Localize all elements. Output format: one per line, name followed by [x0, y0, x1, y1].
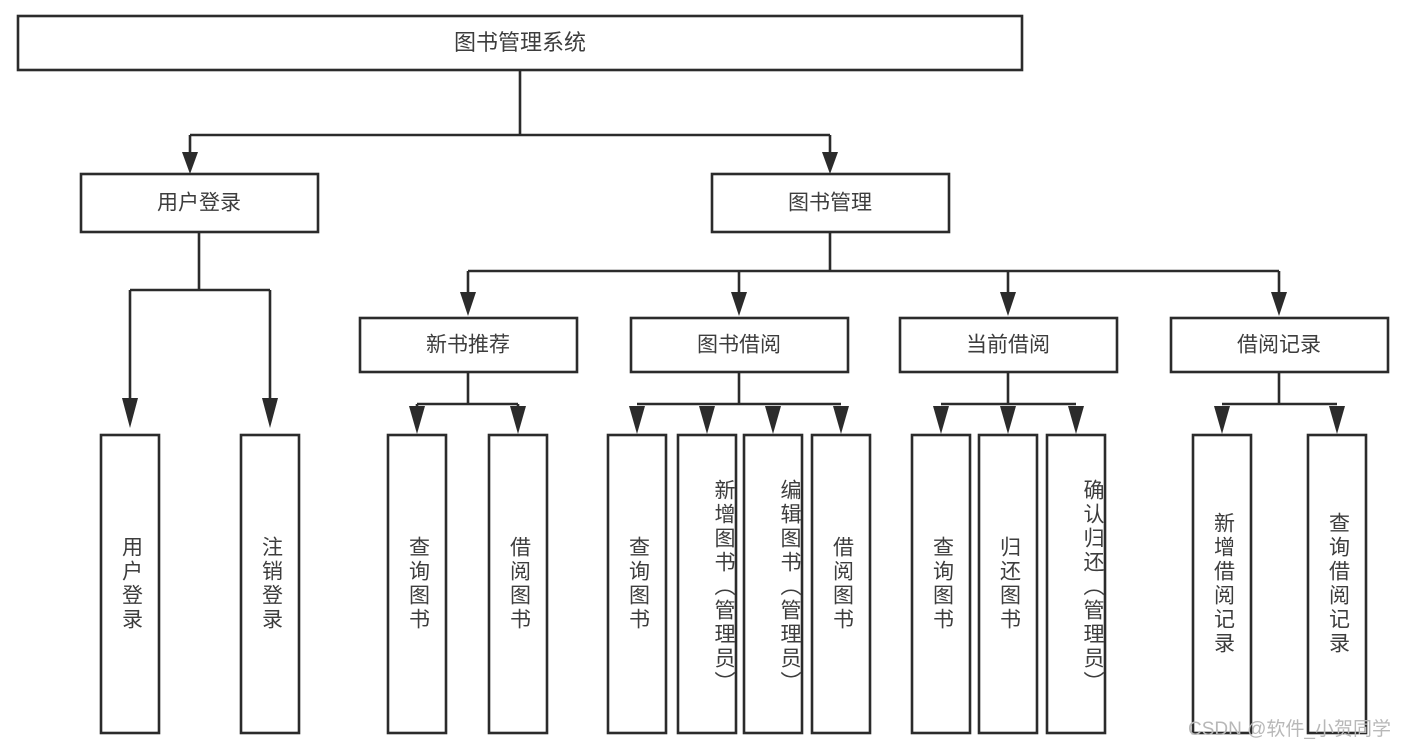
arrowhead-leaf-logout-login	[262, 398, 278, 428]
arrowhead-leaf-borrow-book-2	[833, 406, 849, 434]
node-leaf-borrow-book-1[interactable]	[487, 433, 549, 735]
arrowhead-new-book-recommend	[460, 292, 476, 316]
node-layer: 图书管理系统 用户登录 图书管理 新书推荐 图书借阅 当前借阅 借阅记录	[16, 14, 1390, 735]
arrowhead-leaf-user-login	[122, 398, 138, 428]
node-new-book-recommend[interactable]	[358, 316, 579, 374]
node-leaf-query-book-1[interactable]	[386, 433, 448, 735]
node-new-book-recommend-label: 新书推荐	[426, 334, 510, 357]
arrowhead-leaf-edit-book-admin	[765, 406, 781, 434]
node-root[interactable]	[16, 14, 1024, 72]
connector-layer	[122, 70, 1345, 434]
arrowhead-leaf-add-borrow-record	[1214, 406, 1230, 434]
node-book-manage[interactable]	[710, 172, 951, 234]
node-borrow-record[interactable]	[1169, 316, 1390, 374]
arrowhead-leaf-borrow-book-1	[510, 406, 526, 434]
arrowhead-leaf-query-book-2	[629, 406, 645, 434]
node-borrow-record-label: 借阅记录	[1237, 334, 1321, 357]
node-leaf-return-book[interactable]	[977, 433, 1039, 735]
node-leaf-edit-book-admin[interactable]	[742, 433, 804, 735]
node-book-borrow[interactable]	[629, 316, 850, 374]
arrowhead-leaf-confirm-return-admin	[1068, 406, 1084, 434]
arrowhead-book-borrow	[731, 292, 747, 316]
arrowhead-book-manage	[822, 152, 838, 174]
node-user-login[interactable]	[79, 172, 320, 234]
node-root-label: 图书管理系统	[454, 30, 586, 55]
node-leaf-query-book-3[interactable]	[910, 433, 972, 735]
node-leaf-query-book-2[interactable]	[606, 433, 668, 735]
arrowhead-leaf-query-book-1	[409, 406, 425, 434]
node-leaf-add-book-admin[interactable]	[676, 433, 738, 735]
node-leaf-query-borrow-record[interactable]	[1306, 433, 1368, 735]
node-leaf-logout-login[interactable]	[239, 433, 301, 735]
arrowhead-current-borrow	[1000, 292, 1016, 316]
node-book-manage-label: 图书管理	[788, 192, 872, 215]
node-user-login-label: 用户登录	[157, 192, 241, 215]
node-book-borrow-label: 图书借阅	[697, 334, 781, 357]
arrowhead-borrow-record	[1271, 292, 1287, 316]
node-current-borrow[interactable]	[898, 316, 1119, 374]
node-leaf-user-login[interactable]	[99, 433, 161, 735]
arrowhead-leaf-query-borrow-record	[1329, 406, 1345, 434]
node-leaf-confirm-return-admin[interactable]	[1045, 433, 1107, 735]
arrowhead-leaf-return-book	[1000, 406, 1016, 434]
node-current-borrow-label: 当前借阅	[966, 334, 1050, 357]
node-leaf-add-borrow-record[interactable]	[1191, 433, 1253, 735]
arrowhead-user-login	[182, 152, 198, 174]
watermark-text: CSDN @软件_小贺同学	[1188, 719, 1391, 740]
node-leaf-borrow-book-2[interactable]	[810, 433, 872, 735]
arrowhead-leaf-add-book-admin	[699, 406, 715, 434]
arrowhead-leaf-query-book-3	[933, 406, 949, 434]
